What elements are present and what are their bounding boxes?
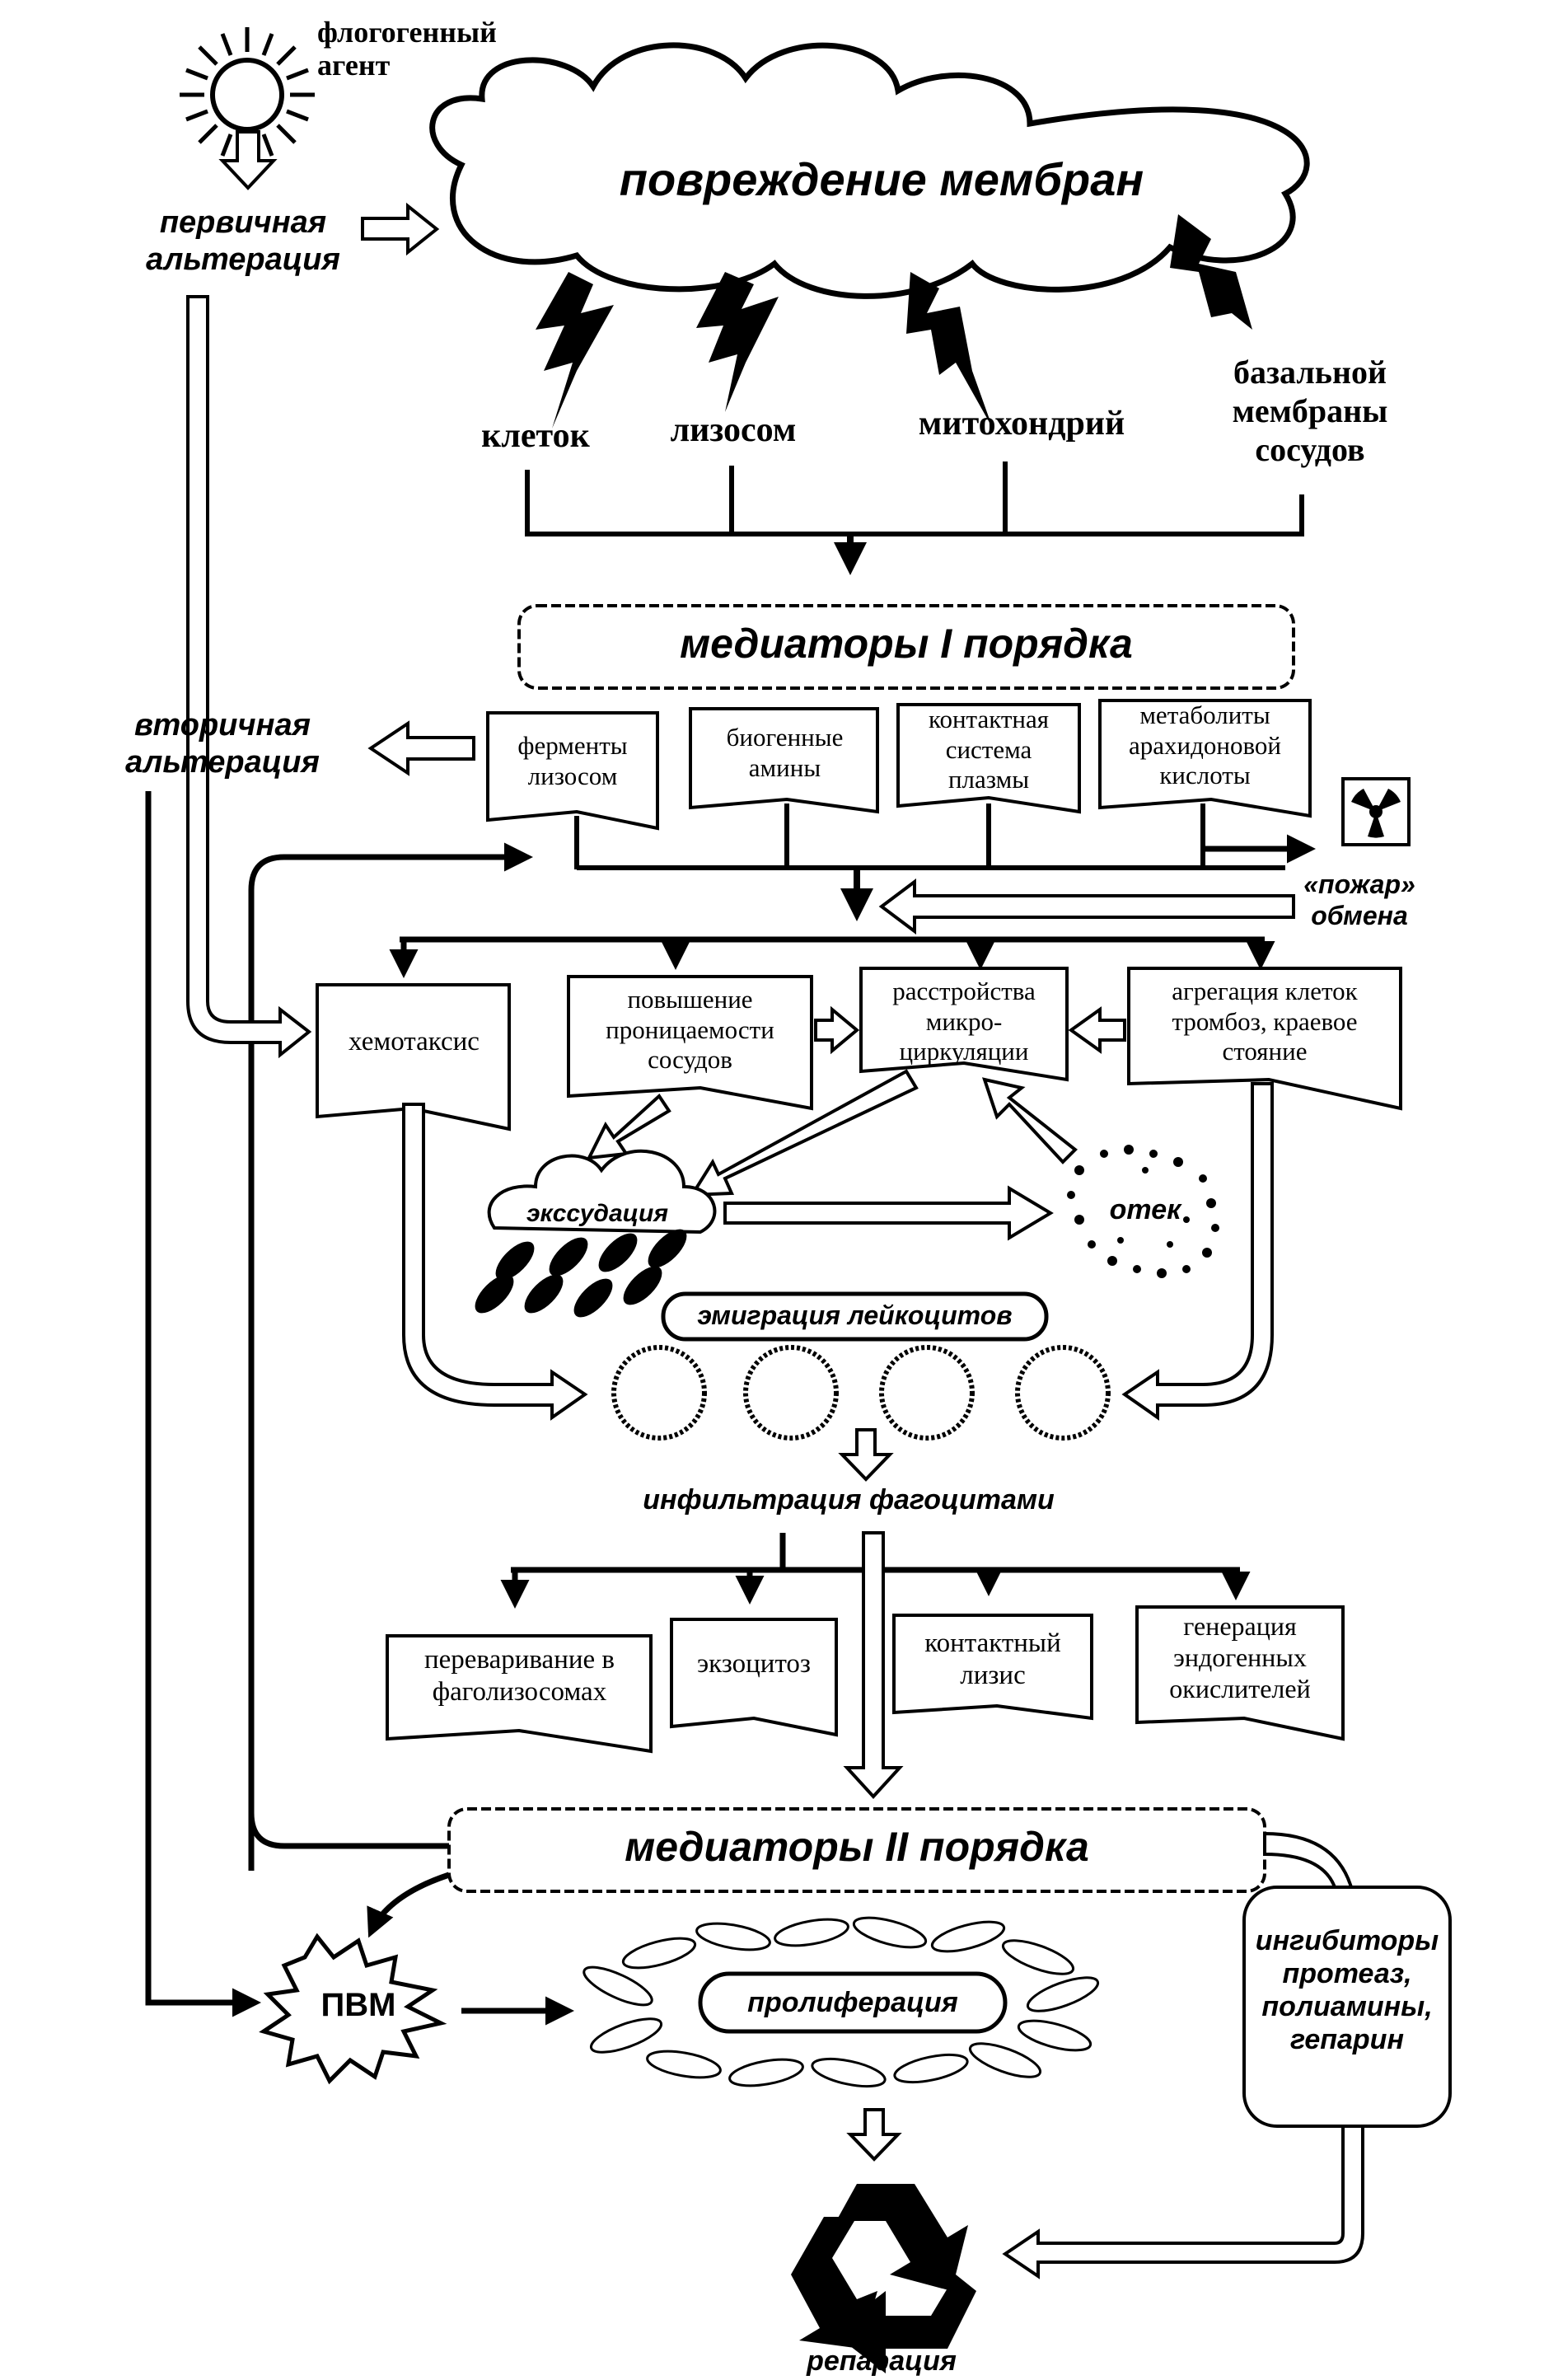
membrane-mitochondria: митохондрий (918, 405, 1125, 443)
mediators-1-box (517, 604, 1295, 690)
process-permeability: повышение проницаемости сосудов (606, 985, 774, 1075)
primary-alteration-label: первичная альтерация (146, 205, 340, 277)
radiation-icon (1341, 777, 1411, 846)
emigration-label: эмиграция лейкоцитов (697, 1300, 1013, 1330)
hollow-arrow-perm-exudate (586, 1093, 671, 1160)
loop-line-2 (248, 1812, 449, 1849)
membrane-damage-label: повреждение мембран (619, 153, 1144, 205)
emigration-pill (661, 1291, 1049, 1342)
process-chemotaxis: хемотаксис (349, 1027, 480, 1056)
phago-digestion: переваривание в фаголизосомах (424, 1645, 615, 1707)
mediators-1-label: медиаторы I порядка (680, 621, 1133, 667)
phago-arrows (500, 1567, 1251, 1609)
line-secondary-to-pvm (145, 791, 261, 2017)
hollow-pipe-inhib-recycle (1002, 2125, 1364, 2279)
proliferation-label: пролиферация (747, 1987, 958, 2018)
secondary-alteration-label: вторичная альтерация (125, 708, 320, 780)
hollow-arrow-fire (878, 878, 1295, 935)
hollow-pipe-right (1121, 1082, 1274, 1421)
leukocyte-cells (611, 1345, 1111, 1441)
edema-dots (1067, 1145, 1219, 1278)
metabolic-fire-label: «пожар» обмена (1303, 869, 1415, 930)
membrane-cloud (429, 42, 1310, 299)
phago-oxidants: генерация эндогенных окислителей (1169, 1611, 1311, 1703)
phago-boxes (386, 1605, 1345, 1754)
phago-exocytosis: экзоцитоз (697, 1649, 811, 1679)
exudation-label: экссудация (526, 1200, 669, 1227)
hollow-arrow-aggr-micro (1068, 1006, 1126, 1054)
lightning-icons (536, 214, 1273, 429)
exudation-cloud (487, 1149, 717, 1235)
mediator-bus (574, 803, 1285, 870)
mediator-biogenic-amines: биогенные амины (726, 723, 844, 782)
hollow-arrow-cells-down (838, 1428, 894, 1482)
sun-icon (180, 27, 315, 162)
hollow-pipe-primary (186, 295, 312, 1059)
process-arrows (389, 939, 1275, 978)
hollow-arrow-secondary (367, 720, 475, 776)
proliferation-pill (698, 1971, 1008, 2034)
hollow-arrow-micro-exudate (689, 1069, 919, 1197)
mediator-arachidonic: метаболиты арахидоновой кислоты (1129, 700, 1281, 790)
hollow-arrow-to-reparation (846, 2108, 902, 2162)
mediator-boxes (486, 699, 1312, 831)
membrane-bracket (525, 461, 1304, 536)
arrow-mediators-to-pvm (367, 1872, 451, 1938)
mediators-2-label: медиаторы II порядка (625, 1824, 1089, 1870)
hollow-arrow-to-mediators-2 (843, 1531, 904, 1799)
membrane-lysosomes: лизосом (670, 411, 797, 449)
loop-line-1 (248, 842, 533, 1871)
hollow-pipe-mediators-inhib (1263, 1831, 1354, 1889)
process-boxes (316, 967, 1402, 1131)
agent-label: флогогенный агент (317, 16, 497, 82)
drops-icon (475, 1229, 687, 1318)
hollow-arrow-edema-micro (981, 1077, 1078, 1164)
mediator-contact-system: контактная система плазмы (928, 705, 1050, 794)
proliferation-leaves (582, 1916, 1100, 2088)
phago-contact-lysis: контактный лизис (924, 1628, 1061, 1690)
pvm-burst (259, 1933, 447, 2085)
hollow-arrow-perm-micro (814, 1005, 860, 1055)
reparation-label: репарация (807, 2345, 957, 2377)
membrane-cells: клеток (481, 417, 590, 455)
hollow-arrow-agent (218, 130, 278, 190)
hollow-arrow-exudate-edema (723, 1185, 1054, 1241)
hollow-pipe-left (402, 1103, 588, 1421)
edema-label: отек (1109, 1194, 1181, 1225)
recycle-icon (791, 2184, 976, 2373)
mediator-lysosomal-enzymes: ферменты лизосом (517, 731, 628, 790)
membrane-basal: базальной мембраны сосудов (1232, 354, 1388, 469)
infiltration-label: инфильтрация фагоцитами (643, 1484, 1055, 1516)
pvm-label: ПВМ (320, 1987, 396, 2023)
process-aggregation: агрегация клеток тромбоз, краевое стояни… (1172, 977, 1358, 1066)
process-microcirculation: расстройства микро-циркуляции (892, 977, 1036, 1066)
hollow-arrow-primary (361, 202, 440, 256)
inhibitors-label: ингибиторы протеаз, полиамины, гепарин (1255, 1925, 1439, 2056)
